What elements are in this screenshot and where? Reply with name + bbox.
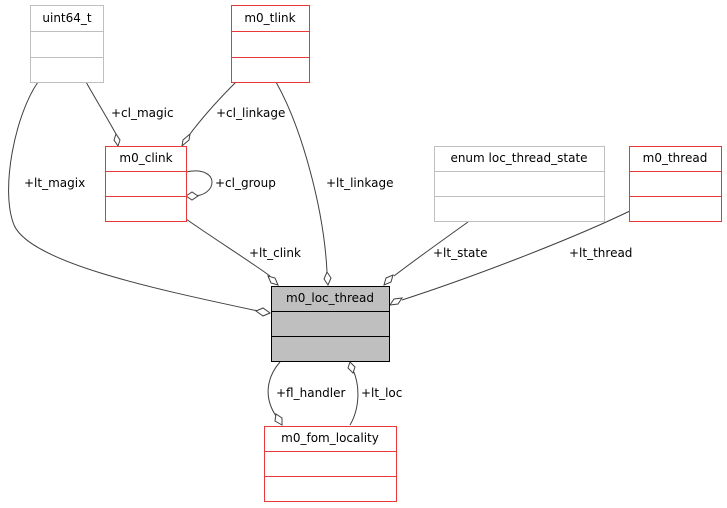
edge-cl-linkage bbox=[181, 81, 237, 148]
edge-label-lt-thread: +lt_thread bbox=[569, 246, 632, 260]
edge-lt-state bbox=[383, 221, 469, 286]
edge-fl-handler bbox=[267, 361, 283, 426]
node-enum-loc-thread-state: enum loc_thread_state bbox=[434, 146, 605, 222]
edge-lt-linkage bbox=[275, 81, 332, 287]
edge-lt-magix bbox=[8, 81, 272, 317]
node-m0-fom-locality: m0_fom_locality bbox=[264, 426, 397, 502]
node-m0-clink: m0_clink bbox=[105, 146, 187, 222]
edge-cl-magic bbox=[85, 81, 121, 148]
edge-lt-loc bbox=[347, 361, 359, 426]
node-title: uint64_t bbox=[42, 11, 92, 25]
edge-label-cl-linkage: +cl_linkage bbox=[216, 106, 285, 120]
node-title: m0_loc_thread bbox=[286, 291, 374, 305]
edge-cl-group bbox=[185, 170, 213, 201]
node-title: m0_thread bbox=[643, 151, 708, 165]
edge-label-lt-magix: +lt_magix bbox=[24, 176, 85, 190]
edge-label-fl-handler: +fl_handler bbox=[276, 386, 346, 400]
node-title: enum loc_thread_state bbox=[450, 151, 587, 165]
edge-label-lt-loc: +lt_loc bbox=[361, 386, 402, 400]
edge-label-lt-clink: +lt_clink bbox=[249, 246, 301, 260]
node-title: m0_tlink bbox=[244, 11, 295, 25]
node-m0-loc-thread: m0_loc_thread bbox=[271, 286, 390, 362]
node-m0-thread: m0_thread bbox=[629, 146, 722, 222]
node-title: m0_fom_locality bbox=[281, 431, 379, 445]
node-m0-tlink: m0_tlink bbox=[231, 5, 310, 83]
edge-label-lt-state: +lt_state bbox=[433, 246, 488, 260]
edge-label-lt-linkage: +lt_linkage bbox=[326, 176, 393, 190]
node-uint64-t: uint64_t bbox=[30, 5, 104, 83]
edge-lt-thread bbox=[388, 209, 633, 306]
node-title: m0_clink bbox=[119, 151, 172, 165]
edge-lt-clink bbox=[185, 218, 279, 286]
edge-label-cl-magic: +cl_magic bbox=[111, 106, 174, 120]
edge-label-cl-group: +cl_group bbox=[215, 176, 276, 190]
